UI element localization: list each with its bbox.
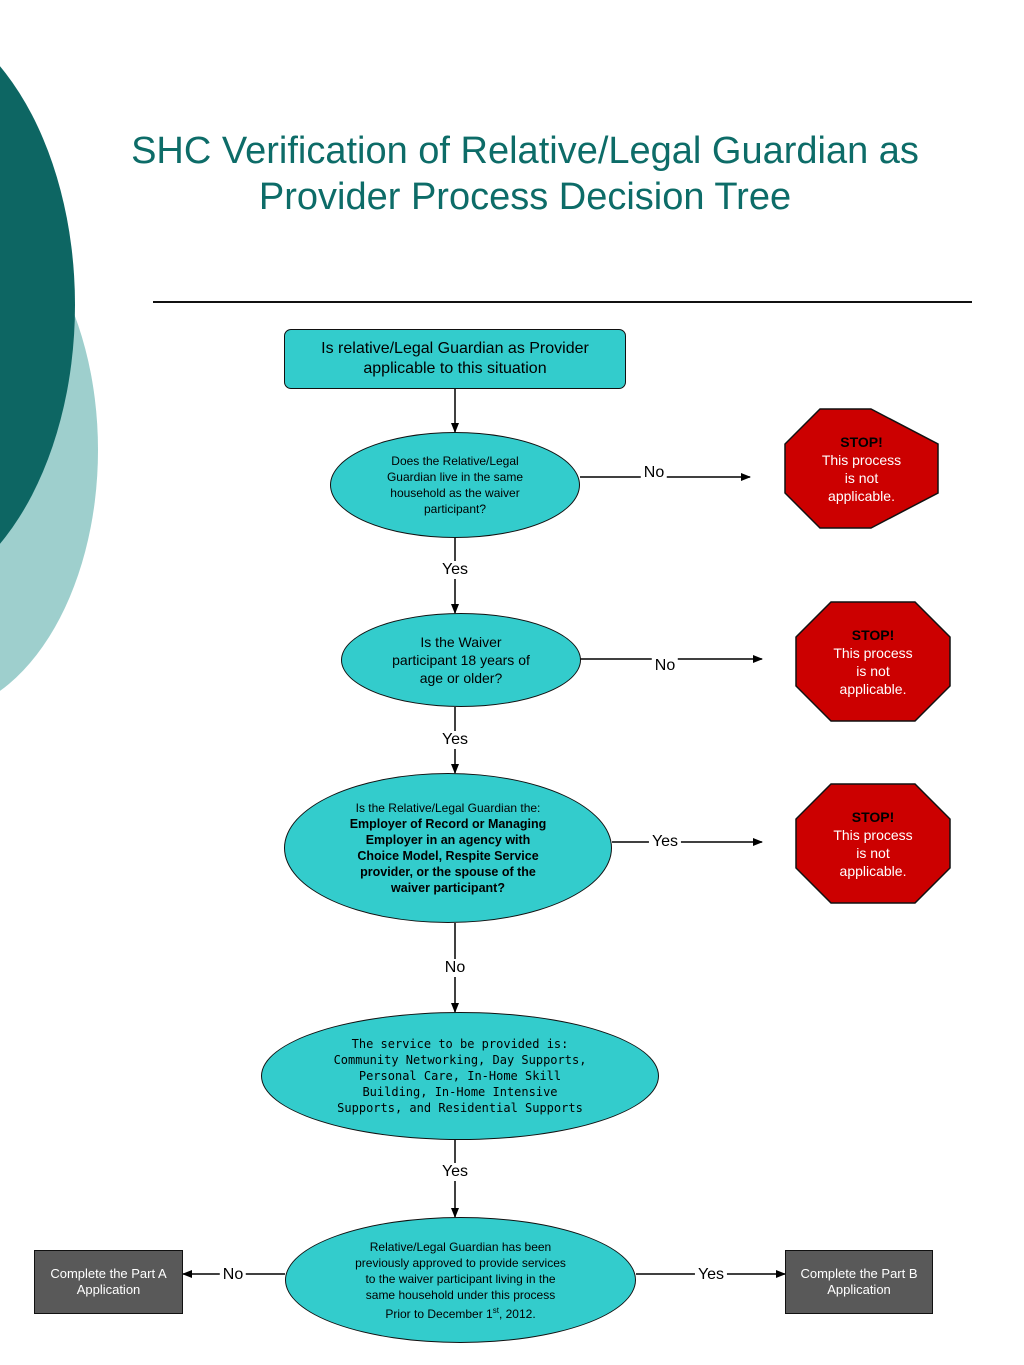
outcome-part-a-text: Complete the Part A Application xyxy=(50,1266,167,1297)
stop-line-2: is not xyxy=(844,469,879,486)
stop-line-3: applicable. xyxy=(828,487,895,504)
label-q3-no: No xyxy=(441,959,469,977)
stop-sign-1 xyxy=(784,408,939,529)
label-q1-yes: Yes xyxy=(438,561,472,579)
label-q4-yes: Yes xyxy=(438,1163,472,1181)
decision-age-18-text: Is the Waiver participant 18 years of ag… xyxy=(392,634,530,686)
decision-employer-role-intro: Is the Relative/Legal Guardian the: xyxy=(355,801,541,815)
decision-same-household-text: Does the Relative/Legal Guardian live in… xyxy=(386,454,524,516)
start-box: Is relative/Legal Guardian as Provider a… xyxy=(284,329,626,389)
outcome-part-a: Complete the Part A Application xyxy=(34,1250,183,1314)
label-q1-no: No xyxy=(640,464,668,482)
decision-age-18: Is the Waiver participant 18 years of ag… xyxy=(341,613,581,707)
stop-line-1: This process xyxy=(833,826,913,843)
decision-previously-approved-sup: st xyxy=(492,1305,499,1315)
stop-text-3: STOP! This process is not applicable. xyxy=(796,784,950,903)
stop-text-1: STOP! This process is not applicable. xyxy=(785,409,938,528)
stop-sign-3 xyxy=(795,783,951,904)
decision-same-household: Does the Relative/Legal Guardian live in… xyxy=(330,432,580,538)
stop-line-1: This process xyxy=(821,451,902,468)
label-q2-yes: Yes xyxy=(438,731,472,749)
stop-sign-2 xyxy=(795,601,951,722)
label-q5-no: No xyxy=(219,1266,247,1284)
stop-line-1: This process xyxy=(833,644,913,661)
stop-line-3: applicable. xyxy=(839,862,907,879)
decision-previously-approved-tail: , 2012. xyxy=(498,1306,536,1321)
stop-line-2: is not xyxy=(856,844,890,861)
title-divider xyxy=(153,301,972,303)
label-q2-no: No xyxy=(651,657,679,675)
decision-service-type-text: The service to be provided is: Community… xyxy=(333,1037,587,1115)
stop-text-2: STOP! This process is not applicable. xyxy=(796,602,950,721)
deco-dark-circle xyxy=(0,66,75,544)
stop-line-3: applicable. xyxy=(839,680,907,697)
decision-employer-role-bold: Employer of Record or Managing Employer … xyxy=(349,817,547,895)
stop-title: STOP! xyxy=(851,626,895,643)
decision-service-type: The service to be provided is: Community… xyxy=(261,1012,659,1140)
decision-previously-approved: Relative/Legal Guardian has been previou… xyxy=(285,1217,636,1343)
page-title: SHC Verification of Relative/Legal Guard… xyxy=(100,128,950,220)
stop-title: STOP! xyxy=(840,433,883,450)
decision-previously-approved-text: Relative/Legal Guardian has been previou… xyxy=(352,1239,569,1322)
decision-previously-approved-main: Relative/Legal Guardian has been previou… xyxy=(355,1239,566,1321)
label-q5-yes: Yes xyxy=(694,1266,728,1284)
title-line-2: Provider Process Decision Tree xyxy=(258,176,792,218)
outcome-part-b: Complete the Part B Application xyxy=(785,1250,933,1314)
start-text: Is relative/Legal Guardian as Provider a… xyxy=(321,340,589,377)
stop-title: STOP! xyxy=(851,808,895,825)
label-q3-yes: Yes xyxy=(648,833,682,851)
stop-line-2: is not xyxy=(856,662,890,679)
title-line-1: SHC Verification of Relative/Legal Guard… xyxy=(131,130,919,172)
outcome-part-b-text: Complete the Part B Application xyxy=(800,1266,918,1297)
decision-employer-role: Is the Relative/Legal Guardian the: Empl… xyxy=(284,773,612,923)
